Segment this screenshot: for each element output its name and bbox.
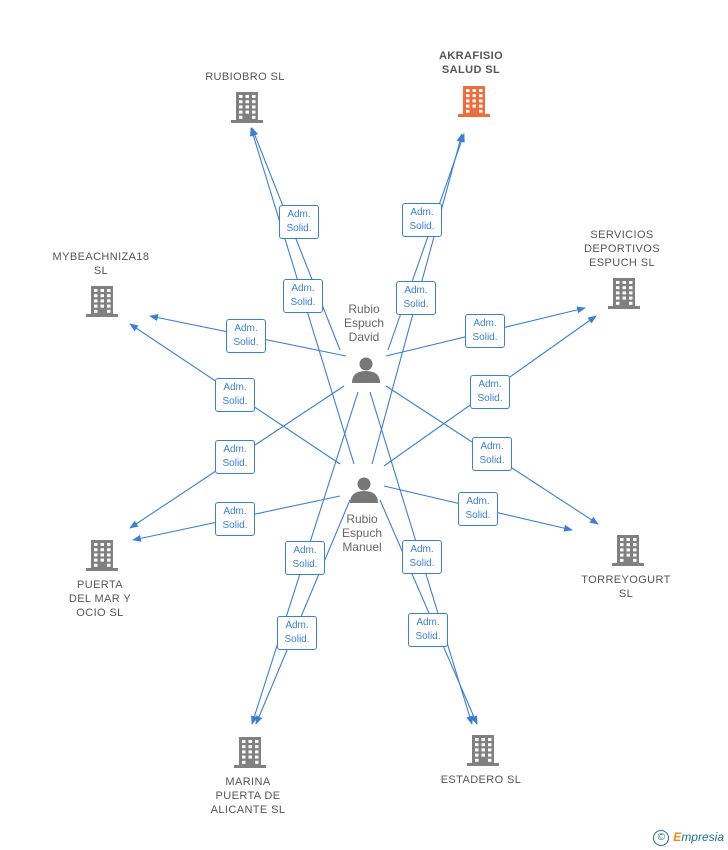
edge-label-david-marina[interactable]: Adm. Solid. xyxy=(285,541,325,575)
company-name-akrafisio[interactable]: AKRAFISIO SALUD SL xyxy=(438,50,504,76)
building-icon-mybeach[interactable] xyxy=(86,286,118,317)
company-name-servicios[interactable]: SERVICIOS DEPORTIVOS ESPUCH SL xyxy=(584,229,660,269)
edge-manuel-marina xyxy=(255,499,351,725)
edge-label-david-servicios[interactable]: Adm. Solid. xyxy=(465,314,505,348)
building-icon-puerta[interactable] xyxy=(86,540,118,571)
edge-david-rubiobro xyxy=(251,127,341,351)
edge-label-david-torreyogurt[interactable]: Adm. Solid. xyxy=(472,437,512,471)
person-icon-david[interactable] xyxy=(352,357,380,384)
building-icon-torreyogurt[interactable] xyxy=(612,535,644,566)
edge-label-david-estadero[interactable]: Adm. Solid. xyxy=(402,540,442,574)
person-name-david[interactable]: Rubio Espuch David xyxy=(343,302,385,344)
edge-label-manuel-servicios[interactable]: Adm. Solid. xyxy=(470,375,510,409)
edge-label-manuel-torreyogurt[interactable]: Adm. Solid. xyxy=(458,492,498,526)
edge-label-manuel-akrafisio[interactable]: Adm. Solid. xyxy=(396,281,436,315)
building-icon-rubiobro[interactable] xyxy=(231,92,263,123)
brand-logo-initial: E xyxy=(673,830,682,845)
brand-footer: ©Empresia xyxy=(653,830,724,846)
building-icon-marina[interactable] xyxy=(234,737,266,768)
edge-label-manuel-mybeach[interactable]: Adm. Solid. xyxy=(215,378,255,412)
company-name-mybeach[interactable]: MYBEACHNIZA18 SL xyxy=(52,251,150,277)
edge-label-manuel-estadero[interactable]: Adm. Solid. xyxy=(408,613,448,647)
edge-label-manuel-marina[interactable]: Adm. Solid. xyxy=(277,616,317,650)
building-icon-estadero[interactable] xyxy=(467,735,499,766)
building-icon-servicios[interactable] xyxy=(608,278,640,309)
company-name-puerta[interactable]: PUERTA DEL MAR Y OCIO SL xyxy=(68,579,132,619)
person-icon-manuel[interactable] xyxy=(350,477,378,504)
edge-label-manuel-rubiobro[interactable]: Adm. Solid. xyxy=(283,279,323,313)
building-icon-akrafisio[interactable] xyxy=(458,86,490,117)
edge-label-manuel-puerta[interactable]: Adm. Solid. xyxy=(215,502,255,536)
company-name-rubiobro[interactable]: RUBIOBRO SL xyxy=(205,71,285,83)
brand-logo-text: mpresia xyxy=(681,830,724,845)
edge-label-david-akrafisio[interactable]: Adm. Solid. xyxy=(402,203,442,237)
edge-label-david-mybeach[interactable]: Adm. Solid. xyxy=(226,319,266,353)
copyright-icon: © xyxy=(653,830,670,846)
edge-label-david-rubiobro[interactable]: Adm. Solid. xyxy=(279,205,319,239)
company-name-torreyogurt[interactable]: TORREYOGURT SL xyxy=(581,574,671,600)
edge-manuel-estadero xyxy=(379,499,478,725)
person-name-manuel[interactable]: Rubio Espuch Manuel xyxy=(341,512,383,554)
company-name-marina[interactable]: MARINA PUERTA DE ALICANTE SL xyxy=(210,776,286,816)
edge-label-david-puerta[interactable]: Adm. Solid. xyxy=(215,440,255,474)
company-name-estadero[interactable]: ESTADERO SL xyxy=(440,774,522,786)
